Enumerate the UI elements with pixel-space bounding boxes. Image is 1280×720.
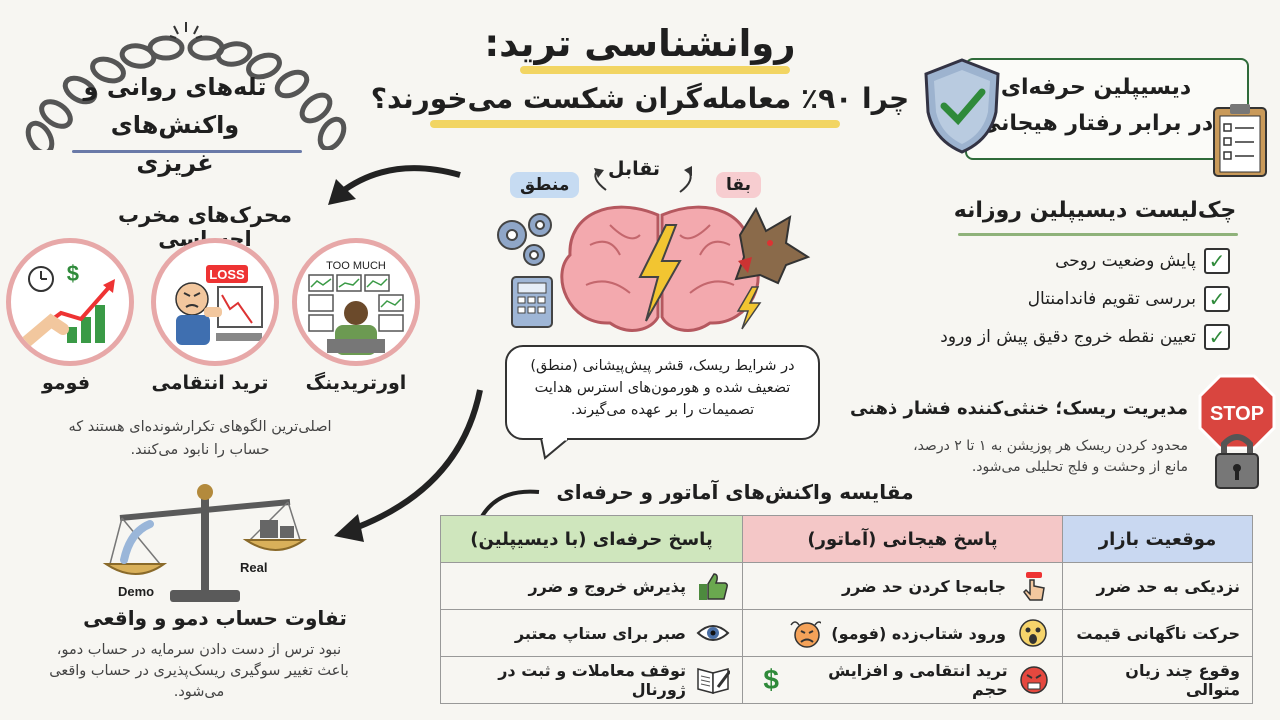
trap-label-revenge: ترید انتقامی xyxy=(151,372,269,394)
pro-cell: صبر برای ستاپ معتبر xyxy=(440,609,743,657)
checklist-item-label: پایش وضعیت روحی xyxy=(1055,251,1196,271)
page-title: روانشناسی ترید: xyxy=(484,22,796,65)
bubble-tail xyxy=(539,438,571,460)
finger-press-icon xyxy=(1016,569,1050,603)
stop-lock-icon: STOP xyxy=(1198,374,1276,489)
demo-label: Demo xyxy=(118,584,155,599)
trap-label-overtrading: اورتریدینگ xyxy=(305,372,407,394)
amateur-cell: ترید انتقامی و افزایش حجم $ xyxy=(742,656,1063,704)
gears-icon xyxy=(497,213,552,266)
eye-icon xyxy=(696,616,730,650)
checklist-item: ✓ بررسی تقویم فاندامنتال xyxy=(1028,286,1230,312)
fomo-image: $ xyxy=(6,238,134,366)
scale-title: تفاوت حساب دمو و واقعی xyxy=(83,606,347,630)
discipline-title-line2: در برابر رفتار هیجانی xyxy=(978,111,1214,136)
traps-title-line1: تله‌های روانی و xyxy=(83,73,267,101)
conflict-arrows-icon xyxy=(594,166,692,193)
real-label: Real xyxy=(240,560,268,575)
explanation-bubble: در شرایط ریسک، قشر پیش‌پیشانی (منطق) تضع… xyxy=(505,345,820,440)
situation-cell: نزدیکی به حد ضرر xyxy=(1062,562,1253,610)
scale-note: نبود ترس از دست دادن سرمایه در حساب دمو،… xyxy=(49,642,349,700)
pro-cell-text: صبر برای ستاپ معتبر xyxy=(514,623,686,643)
traps-title-line2: واکنش‌های غریزی xyxy=(110,111,240,177)
pro-cell-text: پذیرش خروج و ضرر xyxy=(528,576,686,596)
broken-chain-icon xyxy=(25,22,347,150)
checklist-item: ✓ تعیین نقطه خروج دقیق پیش از ورود xyxy=(940,324,1230,350)
comparison-table: موقعیت بازار پاسخ هیجانی (آماتور) پاسخ ح… xyxy=(440,515,1253,704)
overtrading-image-text: TOO MUCH xyxy=(326,260,386,272)
pro-cell-text: توقف معاملات و ثبت در ژورنال xyxy=(498,661,686,699)
pro-cell: توقف معاملات و ثبت در ژورنال xyxy=(440,656,743,704)
svg-text:$: $ xyxy=(67,261,79,286)
logic-tag: منطق xyxy=(510,172,580,198)
revenge-trading-image-text: LOSS xyxy=(209,267,245,282)
checklist-item: ✓ پایش وضعیت روحی xyxy=(1055,248,1230,274)
pro-cell: پذیرش خروج و ضرر xyxy=(440,562,743,610)
situation-cell: وقوع چند زیان متوالی xyxy=(1062,656,1253,704)
dollar-icon: $ xyxy=(763,664,779,695)
amateur-cell: ورود شتاب‌زده (فومو) xyxy=(742,609,1063,657)
calculator-icon xyxy=(511,276,553,328)
revenge-trading-image: LOSS xyxy=(151,238,279,366)
risk-note: محدود کردن ریسک هر پوزیشن به ۱ تا ۲ درصد… xyxy=(913,438,1188,475)
trap-label-fomo: فومو xyxy=(41,372,91,394)
checkbox-checked-icon: ✓ xyxy=(1204,324,1230,350)
comparison-title: مقایسه واکنش‌های آماتور و حرفه‌ای xyxy=(556,480,914,504)
checklist-item-label: تعیین نقطه خروج دقیق پیش از ورود xyxy=(940,327,1196,347)
checklist-title: چک‌لیست دیسیپلین روزانه xyxy=(953,198,1237,223)
table-header-row: موقعیت بازار پاسخ هیجانی (آماتور) پاسخ ح… xyxy=(440,515,1253,563)
curved-arrow-icon xyxy=(334,389,483,542)
header-situation: موقعیت بازار xyxy=(1062,515,1253,563)
table-row: نزدیکی به حد ضرر جابه‌جا کردن حد ضرر پذی… xyxy=(440,562,1253,610)
table-row: حرکت ناگهانی قیمت ورود شتاب‌زده (فومو) ص… xyxy=(440,609,1253,657)
page-subtitle: چرا ۹۰٪ معامله‌گران شکست می‌خورند؟ xyxy=(370,82,910,115)
risk-title: مدیریت ریسک؛ خنثی‌کننده فشار ذهنی xyxy=(849,398,1188,419)
checkbox-checked-icon: ✓ xyxy=(1204,286,1230,312)
table-row: وقوع چند زیان متوالی ترید انتقامی و افزا… xyxy=(440,656,1253,704)
stop-text: STOP xyxy=(1210,403,1264,425)
thumbs-up-icon xyxy=(696,569,730,603)
amateur-cell-text: جابه‌جا کردن حد ضرر xyxy=(841,576,1006,596)
stressed-face-icon xyxy=(787,616,822,650)
conflict-label: تقابل xyxy=(608,158,661,180)
wolf-icon xyxy=(734,206,811,285)
discipline-box: دیسیپلین حرفه‌ای در برابر رفتار هیجانی xyxy=(965,58,1249,160)
amateur-cell-text: ورود شتاب‌زده (فومو) xyxy=(831,623,1006,643)
angry-face-icon xyxy=(1018,663,1050,697)
clipboard-icon xyxy=(1213,104,1267,177)
situation-cell: حرکت ناگهانی قیمت xyxy=(1062,609,1253,657)
traps-note: اصلی‌ترین الگوهای تکرارشونده‌ای هستند که… xyxy=(68,419,332,458)
shield-check-icon xyxy=(924,58,1000,154)
journal-icon xyxy=(696,663,730,697)
checklist-item-label: بررسی تقویم فاندامنتال xyxy=(1027,289,1196,309)
discipline-title-line1: دیسیپلین حرفه‌ای xyxy=(1000,75,1192,100)
overtrading-image: TOO MUCH xyxy=(292,238,420,366)
header-pro: پاسخ حرفه‌ای (با دیسیپلین) xyxy=(440,515,743,563)
checkbox-checked-icon: ✓ xyxy=(1204,248,1230,274)
curved-arrow-icon xyxy=(328,165,461,205)
survival-tag: بقا xyxy=(716,172,762,198)
amateur-cell: جابه‌جا کردن حد ضرر xyxy=(742,562,1063,610)
panic-face-icon xyxy=(1016,616,1050,650)
amateur-cell-text: ترید انتقامی و افزایش حجم xyxy=(828,661,1008,699)
brain-illustration xyxy=(497,205,811,332)
header-amateur: پاسخ هیجانی (آماتور) xyxy=(742,515,1063,563)
balance-scale-icon xyxy=(102,484,308,602)
